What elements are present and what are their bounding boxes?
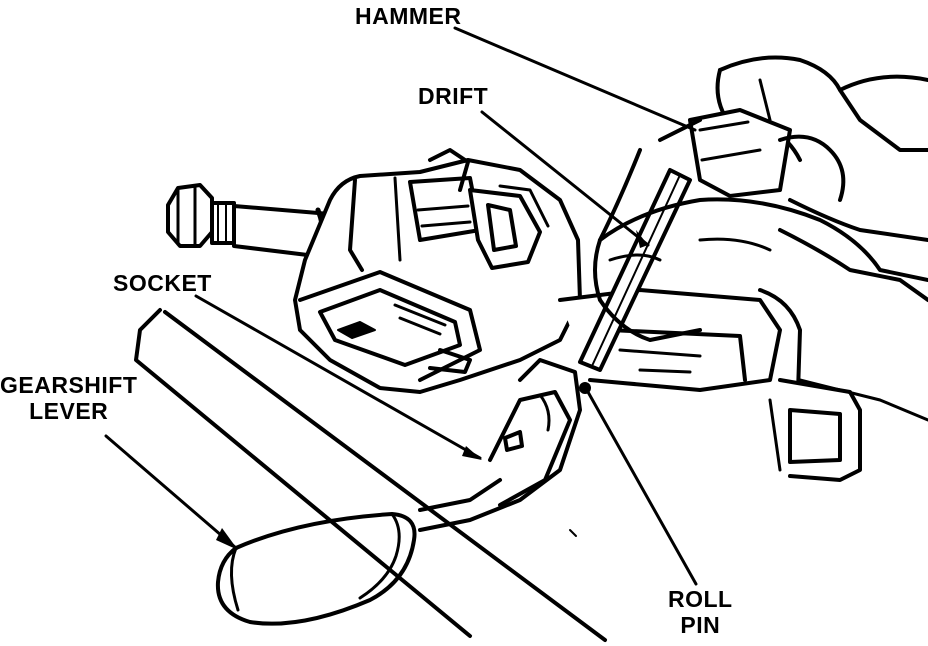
- drift-tool: [578, 118, 702, 372]
- leader-socket: [194, 294, 482, 460]
- hammer-label: HAMMER: [355, 3, 462, 29]
- drift-label: DRIFT: [418, 83, 488, 109]
- lower-hand: [598, 197, 928, 342]
- gearshift-lever-label: GEARSHIFT LEVER: [0, 372, 137, 424]
- leader-lines: [104, 26, 698, 586]
- hand-with-hammer: [688, 55, 928, 302]
- leader-hammer: [453, 26, 697, 132]
- socket-label-text: SOCKET: [113, 270, 212, 296]
- column-housing: [293, 148, 582, 394]
- drift-label-text: DRIFT: [418, 83, 489, 109]
- leader-rollpin: [586, 390, 698, 586]
- roll-pin-label: ROLL PIN: [668, 586, 733, 638]
- hammer-label-text: HAMMER: [355, 3, 462, 29]
- roll-pin-label-line1: ROLL: [668, 586, 733, 612]
- column-bolt: [166, 183, 236, 248]
- roll-pin-label-line2: PIN: [680, 612, 721, 638]
- leader-drift: [480, 110, 650, 247]
- base-lines: [134, 308, 607, 642]
- gearshift-knob: [215, 512, 417, 626]
- socket-label: SOCKET: [113, 270, 212, 296]
- gearshift-lever-arm: [418, 358, 582, 532]
- gearshift-label-line2: LEVER: [29, 398, 109, 424]
- leader-gearshift: [104, 434, 238, 550]
- gearshift-label-line1: GEARSHIFT: [0, 372, 138, 398]
